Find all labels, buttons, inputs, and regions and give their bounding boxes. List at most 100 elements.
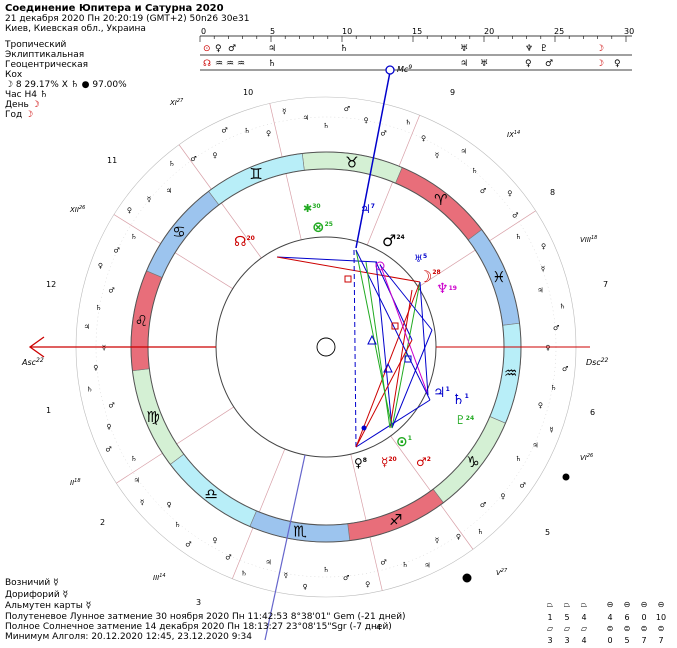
outer-planet-glyph: ♂ — [108, 287, 114, 295]
legend-shape-icon[interactable]: ⏢ — [580, 600, 588, 609]
outer-planet-glyph: ♀ — [507, 190, 512, 198]
marker — [383, 362, 393, 373]
house-roman: VI26 — [580, 453, 593, 462]
day-ruler-label: День — [5, 100, 29, 110]
outer-planet-glyph: ♀ — [541, 243, 546, 251]
outer-planet-glyph: ☿ — [284, 571, 288, 579]
uranus-glyph: ♅5 — [414, 253, 427, 265]
outer-planet-glyph: ♄ — [515, 455, 521, 463]
mc-marker — [385, 65, 395, 75]
scale-row2-glyph: ☊ — [203, 59, 211, 69]
outer-planet-glyph: ♀ — [456, 533, 461, 541]
outer-planet-glyph: ♀ — [365, 580, 370, 588]
legend-value: 1 — [547, 613, 553, 622]
legend-value: 5 — [624, 636, 630, 645]
outer-planet-glyph: ♂ — [562, 365, 568, 373]
legend-value: 7 — [641, 636, 647, 645]
legend-value: 4 — [581, 636, 587, 645]
outer-planet-glyph: ♄ — [405, 118, 411, 126]
outer-planet-glyph: ♀ — [127, 206, 132, 214]
option-coordinates[interactable]: Эклиптикальная — [5, 50, 85, 60]
scale-row1-glyph: ♀ — [215, 44, 222, 54]
dorif-line: Дорифорий ☿ — [5, 590, 69, 600]
zodiac-sign-icon: ♊ — [249, 165, 262, 183]
marker — [404, 355, 412, 363]
hour-ruler: Час H4 ♄ — [5, 90, 48, 100]
sun-glyph: ⊙1 — [396, 434, 412, 450]
legend-value: 5 — [564, 613, 570, 622]
fortune-glyph: ⊗25 — [312, 218, 333, 236]
day-ruler: День ☽ — [5, 100, 40, 110]
legend-shape-icon[interactable]: ⏢ — [563, 600, 571, 609]
marker — [344, 275, 352, 283]
legend-shape-icon[interactable]: ⊖ — [640, 600, 648, 609]
outer-planet-glyph: ♃ — [537, 287, 543, 295]
outer-planet-glyph: ♃ — [265, 558, 271, 566]
year-ruler: Год ☽ — [5, 110, 33, 120]
outer-planet-glyph: ♀ — [212, 536, 217, 544]
outer-planet-glyph: ♀ — [303, 583, 308, 591]
house-number: 12 — [46, 280, 56, 289]
outer-planet-glyph: ♂ — [114, 246, 120, 254]
venus-glyph: ♀8 — [354, 456, 367, 470]
legend-shape-icon[interactable]: ⊜ — [640, 624, 648, 633]
scale-row2-glyph: ♒ — [237, 59, 245, 69]
marker — [367, 334, 377, 345]
legend-shape-icon[interactable]: ⊖ — [623, 600, 631, 609]
scale-row1-glyph: ♅ — [460, 44, 468, 54]
outer-planet-glyph: ♀ — [421, 135, 426, 143]
outer-planet-glyph: ♃ — [166, 187, 172, 195]
outer-planet-glyph: ☿ — [147, 196, 151, 204]
outer-planet-glyph: ♀ — [212, 152, 217, 160]
legend-shape-icon[interactable]: ▱ — [563, 624, 571, 633]
zodiac-sign-icon: ♎ — [204, 485, 217, 503]
chart-center — [316, 337, 336, 357]
zodiac-ring — [130, 151, 522, 543]
outer-planet-glyph: ♂ — [480, 187, 486, 195]
legend-shape-icon[interactable]: ⊜ — [606, 624, 614, 633]
legend-shape-icon[interactable]: ⊜ — [657, 624, 665, 633]
scale-tick: 20 — [484, 27, 494, 36]
marker — [391, 322, 399, 330]
legend-shape-icon[interactable]: ⏢ — [546, 600, 554, 609]
scale-row1-glyph: ♆ — [525, 44, 533, 54]
house-number: 8 — [550, 188, 555, 197]
house-roman: V27 — [496, 568, 508, 577]
outer-planet-glyph: ☿ — [541, 265, 545, 273]
outer-planet-glyph: ♄ — [87, 386, 93, 394]
outer-planet-glyph: ♀ — [93, 364, 98, 372]
legend-shape-icon[interactable]: ▱ — [546, 624, 554, 633]
house-roman: XII26 — [69, 205, 85, 214]
moon-glyph: ☽28 — [418, 267, 441, 286]
outer-planet-glyph: ♂ — [344, 105, 350, 113]
option-zodiac[interactable]: Тропический — [5, 40, 67, 50]
house-number: 7 — [603, 280, 608, 289]
year-ruler-label: Год — [5, 110, 23, 120]
outer-planet-glyph: ♃ — [532, 442, 538, 450]
lunar-eclipse: Полутеневое Лунное затмение 30 ноября 20… — [5, 612, 406, 622]
legend-shape-icon[interactable]: ⊖ — [657, 600, 665, 609]
house-number: 1 — [46, 406, 51, 415]
scale-row2-glyph: ♃ — [460, 59, 468, 69]
aspect-line — [276, 256, 421, 283]
mars-glyph: ♂2 — [416, 455, 431, 469]
option-house-system[interactable]: Кох — [5, 70, 23, 80]
legend-shape-icon[interactable]: ⊖ — [606, 600, 614, 609]
outer-planet-glyph: ♄ — [402, 561, 408, 569]
legend-shape-icon[interactable]: ⊜ — [623, 624, 631, 633]
outer-planet-glyph: ♀ — [106, 423, 111, 431]
house-number: 4 — [376, 623, 381, 632]
legend-shape-icon[interactable]: ▱ — [580, 624, 588, 633]
scale-row2-glyph: ♒ — [226, 59, 234, 69]
outer-planet-glyph: ♂ — [553, 324, 559, 332]
outer-planet-glyph: ♀ — [364, 117, 369, 125]
scale-tick: 5 — [270, 27, 275, 36]
scale-row1-glyph: ♄ — [340, 44, 348, 54]
zodiac-sign-icon: ♒ — [504, 364, 517, 382]
option-center[interactable]: Геоцентрическая — [5, 60, 89, 70]
aspect-line — [353, 249, 357, 448]
scale-row2-glyph: ♀ — [525, 59, 532, 69]
zodiac-sign-icon: ♈ — [434, 191, 447, 209]
legend-value: 4 — [581, 613, 587, 622]
